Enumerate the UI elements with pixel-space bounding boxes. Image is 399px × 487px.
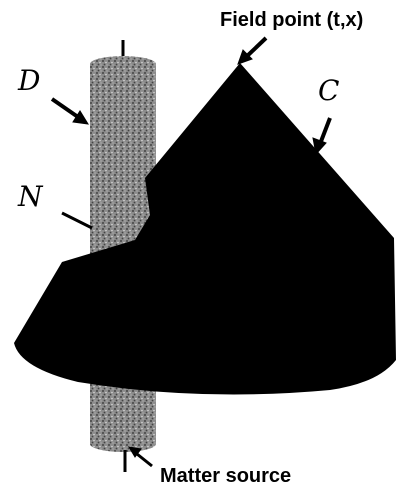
cone-label: C xyxy=(318,74,339,107)
source-cylinder-top xyxy=(90,56,156,72)
field-point-label: Field point (t,x) xyxy=(220,9,363,31)
cylinder-d-label: D xyxy=(17,64,40,97)
cylinder-d-arrow xyxy=(52,99,78,117)
source-cylinder-bottom xyxy=(90,436,156,452)
cylinder-n-pointer xyxy=(62,213,92,228)
cylinder-n-label: N xyxy=(17,180,44,213)
cone-arrow xyxy=(320,118,330,144)
matter-source-label: Matter source xyxy=(160,465,291,487)
matter-source-arrow xyxy=(137,454,152,466)
